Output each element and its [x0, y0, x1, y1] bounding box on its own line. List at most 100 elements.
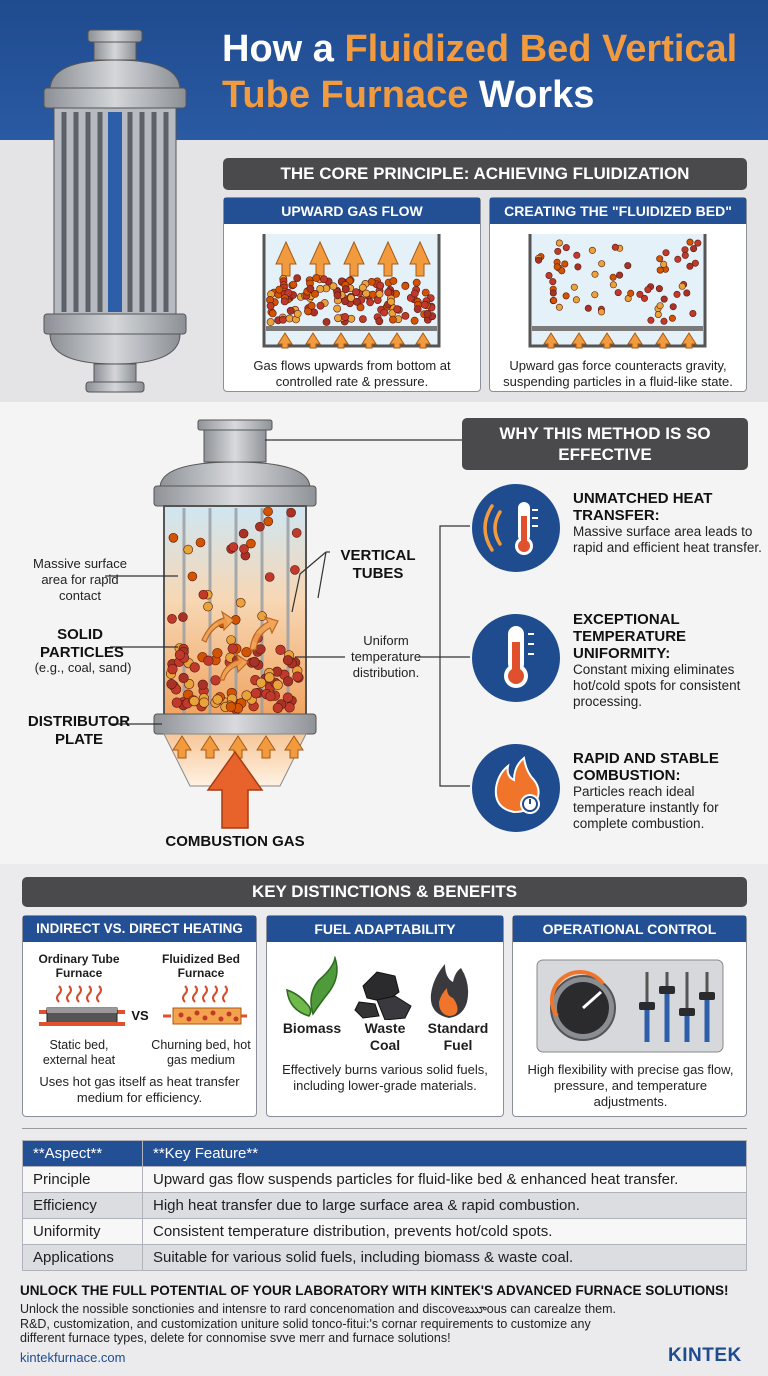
card-caption: Gas flows upwards from bottom at control…: [253, 358, 451, 389]
particle: [189, 696, 200, 707]
particle: [410, 289, 419, 298]
flame-icon: [472, 744, 560, 832]
particle: [673, 290, 681, 298]
particle: [316, 301, 325, 310]
benefit-heat-transfer: UNMATCHED HEAT TRANSFER: Massive surface…: [573, 490, 763, 556]
particle: [598, 260, 606, 268]
particle: [334, 314, 342, 323]
particle: [669, 303, 677, 311]
particle: [691, 259, 699, 267]
particle: [356, 303, 365, 312]
particle: [598, 308, 606, 316]
footer-line: different furnace types, delete for conn…: [20, 1331, 451, 1345]
fluidized-furnace-title: Fluidized Bed Furnace: [162, 952, 240, 980]
particle: [347, 294, 355, 302]
particle: [380, 308, 389, 317]
particle: [368, 290, 377, 299]
footer-body: Unlock the nossible sonctionies and inte…: [20, 1302, 760, 1346]
particle: [197, 679, 208, 690]
particle: [561, 260, 569, 268]
benefit-desc: Particles reach ideal temperature instan…: [573, 784, 719, 831]
label-combustion-gas: COMBUSTION GAS: [165, 833, 305, 850]
particle: [660, 260, 668, 268]
particle: [311, 290, 319, 298]
particle: [257, 611, 267, 621]
particle: [268, 309, 277, 318]
particle: [198, 589, 209, 600]
particle: [228, 542, 239, 552]
footer-cta: UNLOCK THE FULL POTENTIAL OF YOUR LABORA…: [20, 1283, 729, 1298]
heat-transfer-icon: [472, 484, 560, 572]
vs-label: VS: [131, 1008, 149, 1023]
control-panel-illustration: [536, 959, 724, 1053]
particle: [290, 565, 300, 575]
particle: [609, 273, 617, 281]
particle: [255, 521, 265, 532]
particle: [174, 649, 185, 660]
particle: [280, 297, 289, 306]
label-distributor-plate: DISTRIBUTOR PLATE: [27, 713, 131, 748]
diagram-particles: [165, 506, 304, 715]
particle: [660, 295, 668, 303]
particle: [421, 288, 430, 297]
particle: [554, 247, 562, 255]
diagram-band: [0, 402, 768, 864]
particle: [195, 537, 206, 548]
card-caption: Uses hot gas itself as heat transfer med…: [39, 1074, 240, 1105]
particle: [312, 274, 321, 282]
particle: [366, 298, 374, 307]
particle: [304, 307, 312, 316]
particle: [266, 318, 275, 326]
particle: [249, 656, 260, 667]
fuel-adaptability-card: FUEL ADAPTABILITY Biomass Waste Coal Sta…: [266, 915, 504, 1117]
particle: [212, 648, 223, 659]
table-cell: High heat transfer due to large surface …: [142, 1192, 747, 1219]
particle: [570, 283, 578, 291]
particle: [286, 507, 296, 518]
why-banner-text: WHY THIS METHOD IS SO EFFECTIVE: [499, 424, 711, 464]
particle: [171, 697, 182, 708]
kintek-logo: KINTEK: [668, 1345, 742, 1366]
fuel-standard: Standard Fuel: [427, 1020, 489, 1053]
diagram-connectors: [105, 439, 470, 787]
particle: [668, 314, 676, 322]
label-uniform-temperature: Uniform temperature distribution.: [350, 633, 422, 680]
benefit-desc: Constant mixing eliminates hot/cold spot…: [573, 662, 741, 709]
benefit-combustion: RAPID AND STABLE COMBUSTION: Particles r…: [573, 750, 763, 832]
particle: [275, 285, 284, 294]
particle: [322, 318, 331, 326]
particle: [662, 249, 670, 257]
particle: [616, 271, 624, 279]
biomass-icon: [286, 956, 338, 1017]
table-header-row: **Aspect** **Key Feature**: [22, 1140, 747, 1167]
benefit-title: EXCEPTIONAL TEMPERATURE UNIFORMITY:: [573, 611, 687, 662]
particle: [283, 676, 294, 687]
particle: [574, 263, 582, 271]
footer-line: Unlock the nossible sonctionies and inte…: [20, 1302, 616, 1316]
particle: [333, 291, 342, 300]
footer-line: R&D, customization, and customization un…: [20, 1316, 591, 1331]
particle: [329, 282, 338, 291]
particle: [239, 544, 249, 554]
footer-url-link[interactable]: kintekfurnace.com: [20, 1350, 126, 1365]
fuel-waste-coal: Waste Coal: [364, 1020, 406, 1053]
particle: [627, 289, 635, 297]
particle: [183, 544, 194, 555]
particle: [263, 506, 273, 517]
particle: [388, 315, 397, 324]
particle: [545, 271, 553, 279]
fluidized-bed-illustration: [528, 234, 707, 349]
ordinary-furnace-desc: Static bed, external heat: [42, 1038, 116, 1067]
fuel-icons: [286, 956, 469, 1020]
label-solid-particles: SOLID PARTICLES: [40, 626, 124, 661]
card-title: UPWARD GAS FLOW: [224, 198, 480, 224]
particle: [656, 255, 664, 263]
particle: [333, 304, 342, 313]
fuel-biomass: Biomass: [282, 1020, 342, 1036]
particle: [238, 528, 249, 539]
particle: [413, 305, 422, 313]
fluidized-bed-furnace-diagram: [153, 419, 317, 829]
benefit-desc: Massive surface area leads to rapid and …: [573, 524, 762, 555]
particle: [644, 286, 652, 294]
label-vertical-tubes: VERTICAL TUBES: [340, 547, 416, 582]
